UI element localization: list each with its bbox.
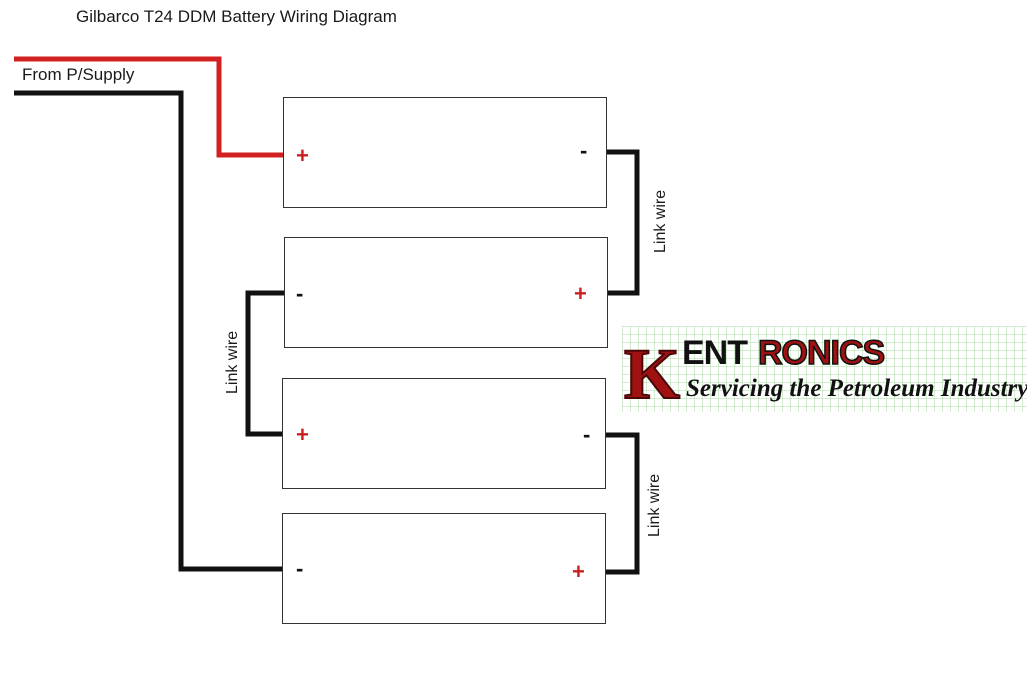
link-wire-2 <box>245 290 290 437</box>
logo-grid-background <box>622 326 1027 412</box>
supply-label: From P/Supply <box>22 65 135 84</box>
link-wire-label-2: Link wire <box>224 330 241 394</box>
diagram-title: Gilbarco T24 DDM Battery Wiring Diagram <box>76 7 397 26</box>
battery-3: + - <box>282 378 606 489</box>
battery-3-positive-terminal: + <box>296 422 309 447</box>
battery-4-positive-terminal: + <box>572 559 585 584</box>
link-wire-label-3: Link wire <box>646 473 663 537</box>
battery-3-negative-terminal: - <box>583 422 591 447</box>
logo-letter-k: K <box>624 334 680 412</box>
logo-tagline: Servicing the Petroleum Industry <box>686 375 1027 402</box>
link-wire-1 <box>598 149 640 296</box>
battery-4: - + <box>282 513 606 624</box>
link-wire-3 <box>598 432 640 575</box>
battery-2: - + <box>284 237 608 348</box>
battery-1-positive-terminal: + <box>296 143 309 168</box>
battery-4-negative-terminal: - <box>296 556 304 581</box>
positive-supply-wire <box>14 56 290 158</box>
link-wire-label-1: Link wire <box>652 189 669 253</box>
logo-ent: ENT <box>682 334 748 372</box>
logo-ronics: RONICS <box>758 334 885 372</box>
kentronics-logo: K ENT RONICS Servicing the Petroleum Ind… <box>622 326 1027 412</box>
negative-supply-wire <box>14 90 290 572</box>
battery-2-negative-terminal: - <box>296 281 304 306</box>
battery-1: + - <box>283 97 607 208</box>
battery-1-negative-terminal: - <box>580 138 588 163</box>
battery-2-positive-terminal: + <box>574 281 587 306</box>
